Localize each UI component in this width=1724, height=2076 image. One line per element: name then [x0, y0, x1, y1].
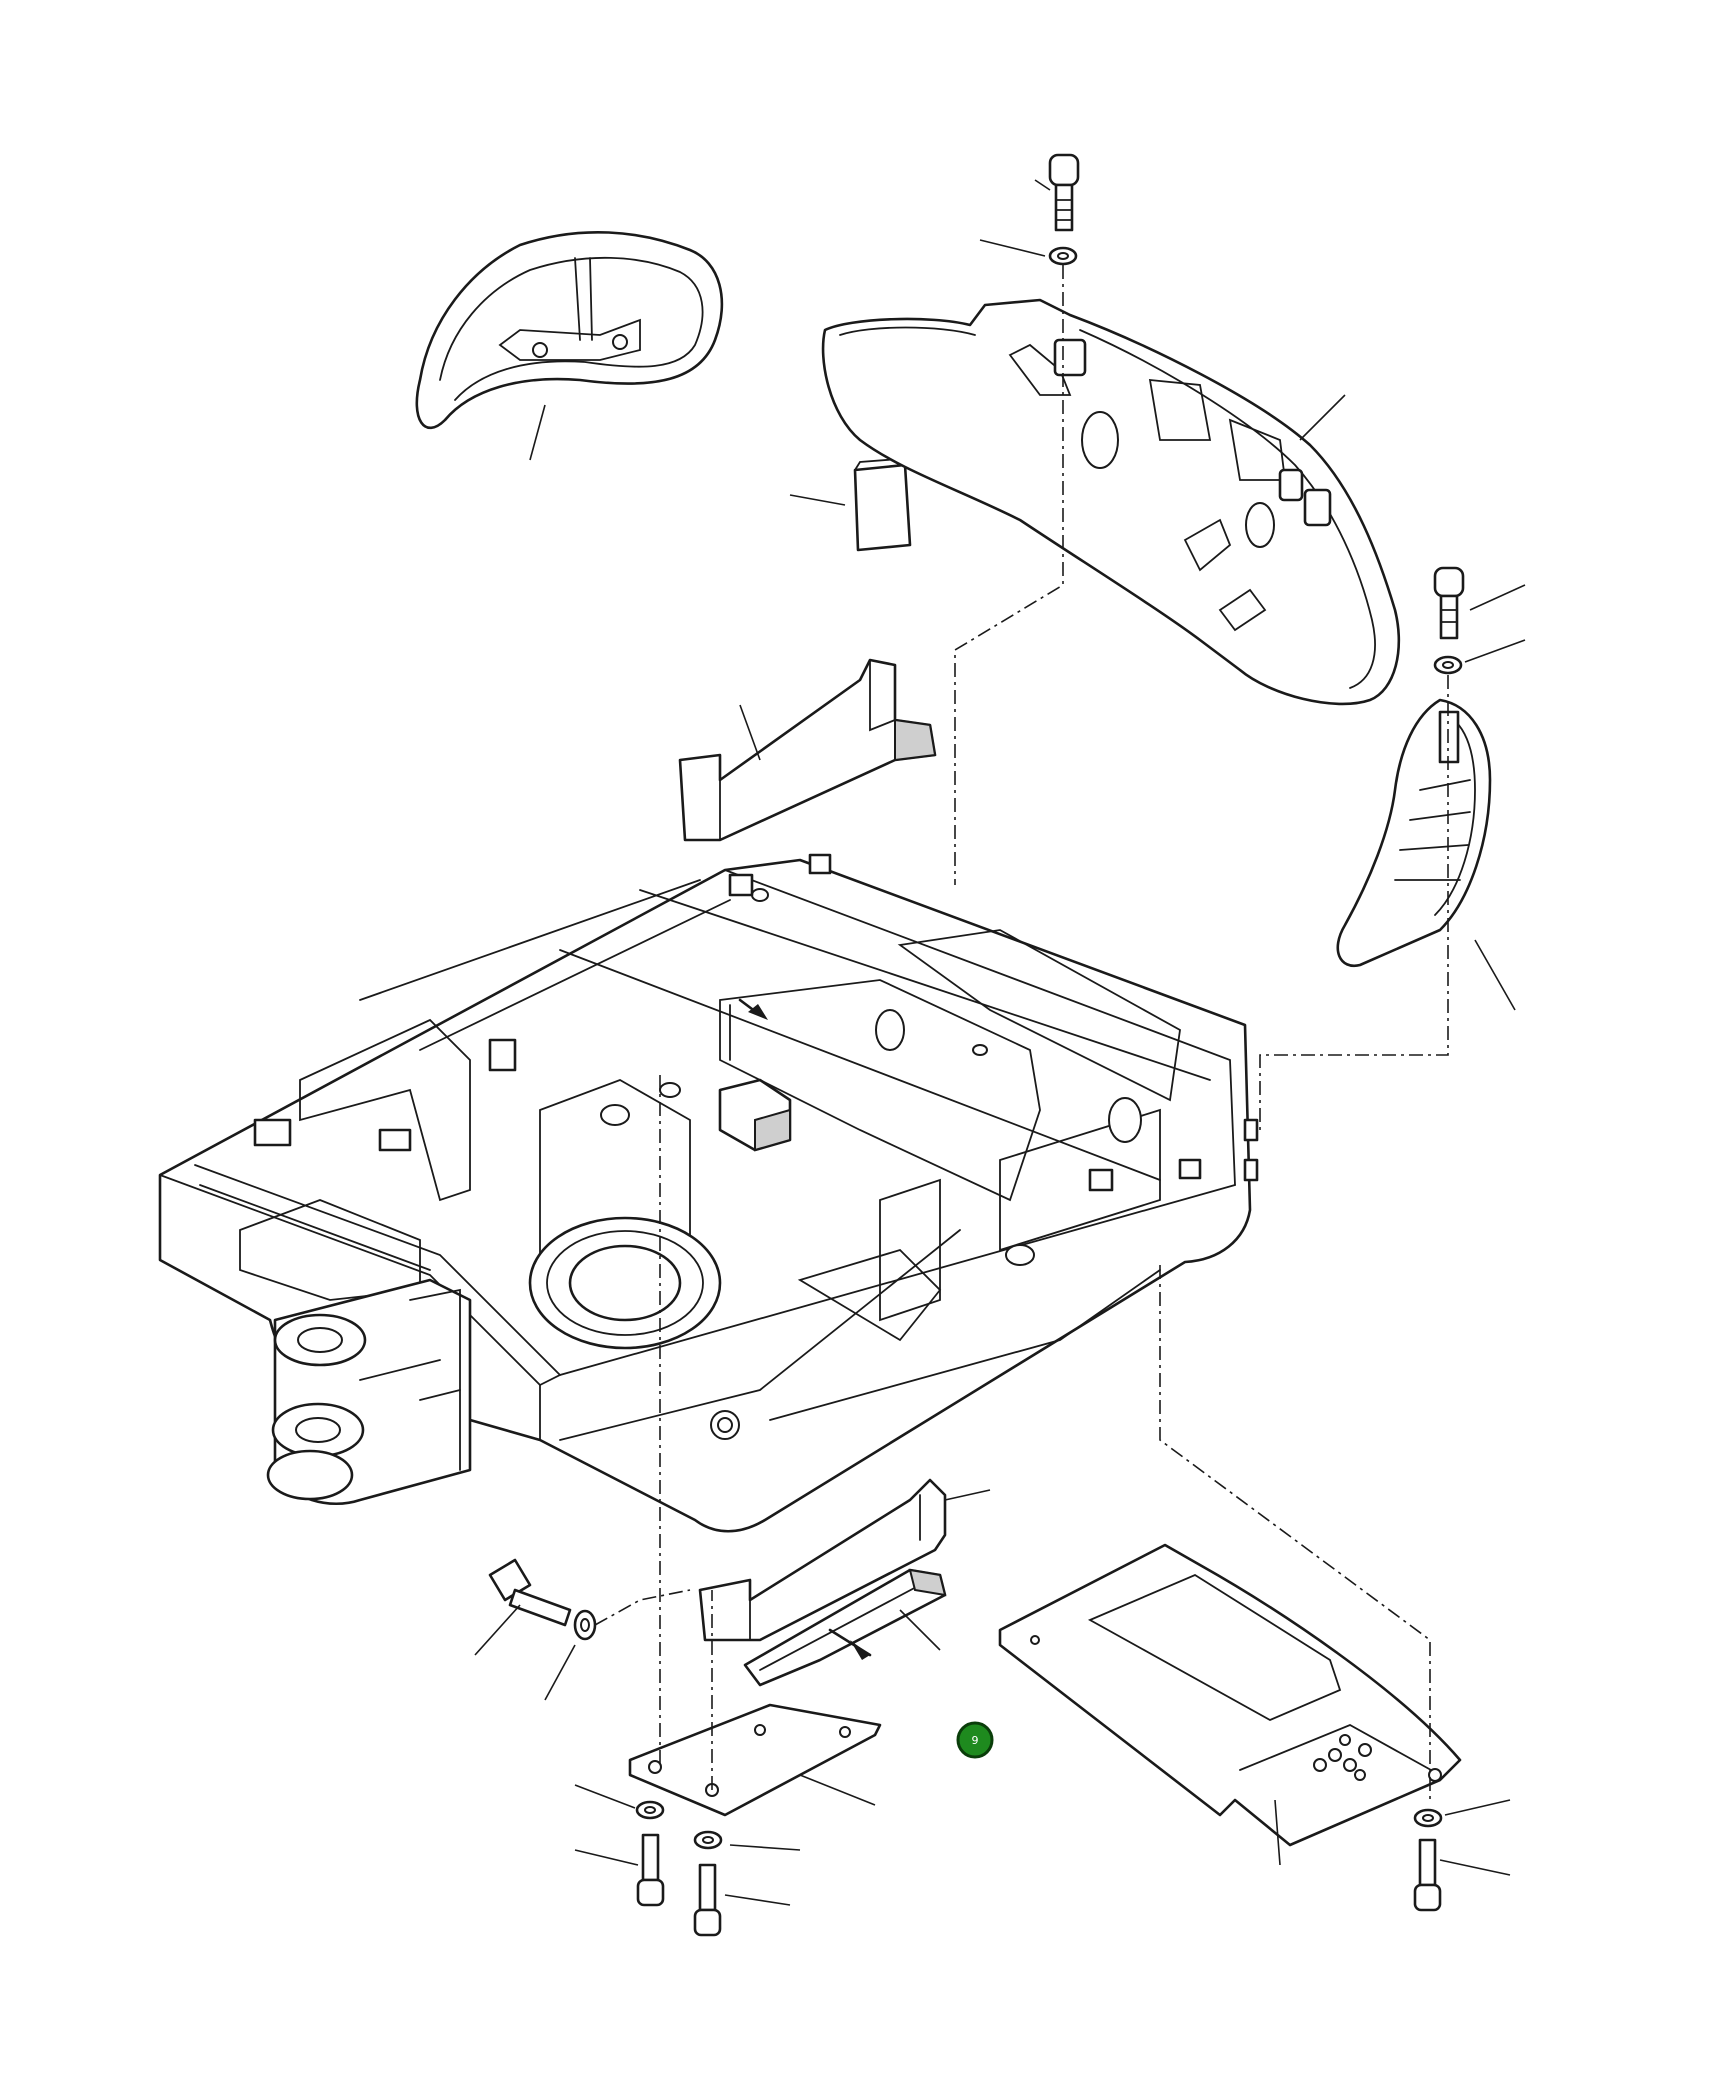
bolt-part[interactable] [488, 1558, 572, 1627]
leader-line [789, 494, 846, 506]
leader-line [1034, 179, 1051, 191]
leader-line [1274, 1799, 1281, 1866]
rubber-pad-part[interactable] [853, 456, 915, 552]
bolt-part[interactable] [636, 1833, 665, 1907]
guide-plate-part[interactable] [743, 1568, 947, 1687]
assembly-line [954, 265, 1064, 885]
leader-line [574, 1784, 636, 1809]
leader-line [1439, 1859, 1511, 1876]
support-bracket-part[interactable] [678, 658, 937, 842]
leader-line [1444, 1799, 1511, 1816]
leader-line [574, 1849, 639, 1866]
washer-part[interactable] [693, 1830, 723, 1850]
bolt-part[interactable] [1048, 153, 1080, 232]
marker-badge[interactable]: 9 [956, 1721, 994, 1759]
leader-line [544, 1644, 576, 1701]
leader-line [474, 1604, 521, 1656]
side-cover-part[interactable] [1336, 698, 1492, 968]
leader-line [799, 1774, 876, 1806]
leader-line [1474, 939, 1516, 1011]
leader-line [1464, 639, 1526, 663]
washer-part[interactable] [1048, 246, 1078, 266]
marker-label: 9 [972, 1734, 979, 1747]
counterweight-part[interactable] [821, 298, 1401, 706]
assembly-line [594, 1589, 691, 1626]
lower-bracket-part[interactable] [698, 1478, 947, 1642]
washer-part[interactable] [635, 1800, 665, 1820]
floor-mat-part[interactable] [415, 230, 724, 430]
leader-line [1299, 394, 1346, 441]
leader-line [729, 1844, 801, 1851]
bolt-part[interactable] [693, 1863, 722, 1937]
washer-part[interactable] [1433, 655, 1463, 675]
assembly-line [1259, 675, 1449, 1130]
arrow-head [748, 1004, 768, 1020]
leader-line [739, 704, 761, 761]
assembly-line [1159, 1265, 1431, 1800]
bolt-part[interactable] [1413, 1838, 1442, 1912]
leader-line [529, 404, 546, 461]
washer-part[interactable] [1413, 1808, 1443, 1828]
leader-line [899, 1609, 941, 1651]
arrow-head [850, 1640, 870, 1660]
leader-line [979, 239, 1046, 257]
under-cover-part[interactable] [998, 1543, 1462, 1847]
washer-part[interactable] [573, 1609, 597, 1641]
leader-line [1469, 584, 1526, 611]
bolt-part[interactable] [1433, 566, 1465, 640]
leader-line [944, 1489, 991, 1501]
base-plate-part[interactable] [628, 1703, 882, 1817]
boom-foot-part[interactable] [266, 1278, 472, 1506]
leader-line [724, 1894, 791, 1906]
